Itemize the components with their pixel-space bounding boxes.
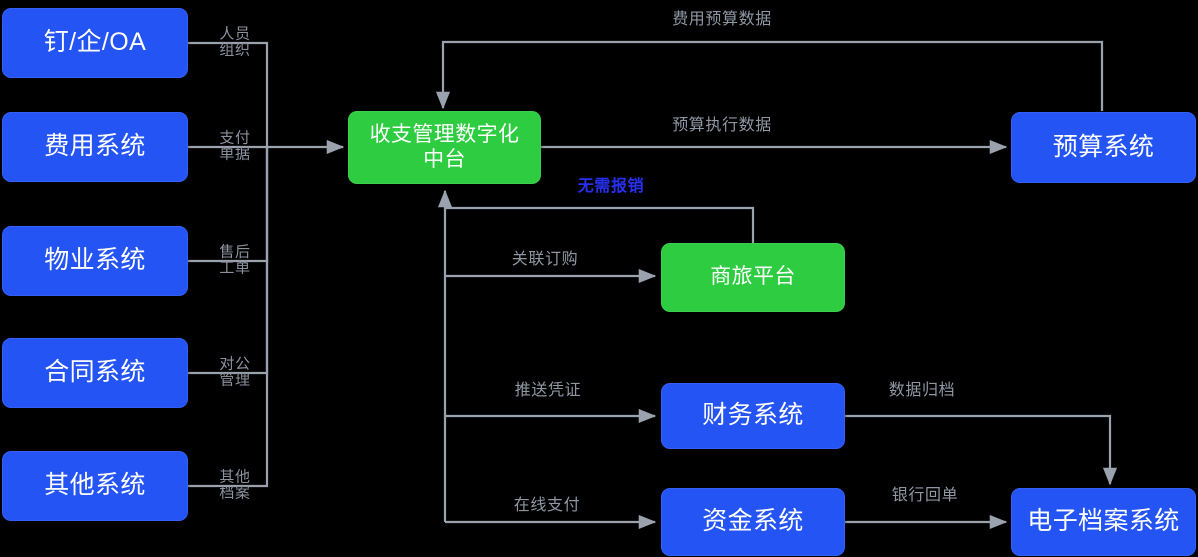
edge-label-no-reimbursement: 无需报销 [577,178,645,195]
edge-qita-to-bus [188,147,269,488]
node-source-system-1[interactable]: 费用系统 [2,112,188,182]
edge-label-source-relation-0: 人员 组织 [219,25,251,58]
edge-label-bank-receipt: 银行回单 [891,487,959,504]
node-source-system-0[interactable]: 钉/企/OA [2,8,188,78]
node-source-system-3[interactable]: 合同系统 [2,338,188,408]
edge-label-source-relation-2: 售后 工单 [219,243,251,276]
edge-label-online-payment: 在线支付 [513,497,581,514]
node-downstream-fund-system[interactable]: 资金系统 [661,488,845,556]
edge-label-source-relation-4: 其他 档案 [219,468,251,501]
node-source-system-4[interactable]: 其他系统 [2,451,188,521]
edge-label-associated-ordering: 关联订购 [511,251,579,268]
node-downstream-finance-system[interactable]: 财务系统 [661,383,845,449]
edge-travel-to-hub [445,206,755,243]
edge-label-source-relation-3: 对公 管理 [219,355,251,388]
node-budget-system[interactable]: 预算系统 [1011,112,1196,183]
node-source-system-2[interactable]: 物业系统 [2,226,188,296]
node-hub-digital-platform[interactable]: 收支管理数字化 中台 [348,111,541,184]
node-downstream-travel-platform[interactable]: 商旅平台 [661,243,845,312]
edge-budget-to-hub [435,40,1104,111]
edge-label-data-archiving: 数据归档 [888,382,956,399]
edge-finance-to-archive [845,414,1118,486]
edge-label-expense-budget-data: 费用预算数据 [672,11,772,28]
edge-label-push-voucher: 推送凭证 [514,382,582,399]
edge-label-budget-execution-data: 预算执行数据 [672,117,772,134]
edge-label-source-relation-1: 支付 单据 [219,129,251,162]
node-electronic-archive-system[interactable]: 电子档案系统 [1011,488,1196,556]
